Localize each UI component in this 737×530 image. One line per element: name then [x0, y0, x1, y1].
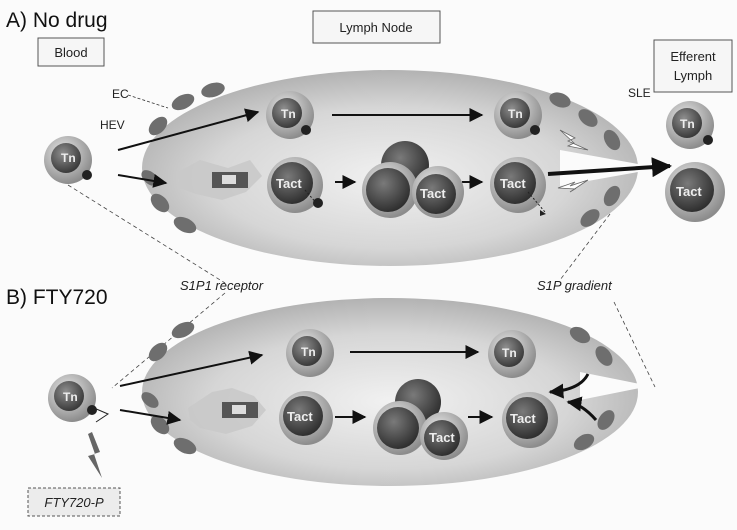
cell-label: Tn — [63, 390, 78, 404]
cell-label: Tact — [676, 184, 702, 199]
cell-label: Tact — [500, 176, 526, 191]
cell-label: Tn — [508, 107, 523, 121]
s1p1-receptor-label: S1P1 receptor — [180, 278, 264, 293]
efferent-lymph-box — [654, 40, 732, 92]
cell-label: Tact — [429, 430, 455, 445]
ec-pointer — [128, 95, 168, 108]
cell-label: Tn — [281, 107, 296, 121]
cell-label: Tn — [680, 117, 695, 131]
panel-a-title: A) No drug — [6, 9, 108, 32]
cell-label: Tact — [287, 409, 313, 424]
cell-label: Tact — [276, 176, 302, 191]
fty720p-label: FTY720-P — [44, 495, 104, 510]
blood-naive-t-cell-b — [48, 374, 108, 422]
sle-label: SLE — [628, 86, 651, 100]
ec-label: EC — [112, 87, 129, 101]
fty720p-bolt — [88, 432, 102, 478]
blood-label: Blood — [54, 45, 87, 60]
cell-label: Tn — [301, 345, 316, 359]
efferent-label-line1: Efferent — [670, 49, 716, 64]
cell-label: Tn — [502, 346, 517, 360]
lymph-node-label: Lymph Node — [339, 20, 412, 35]
hev-label: HEV — [100, 118, 125, 132]
panel-b-title: B) FTY720 — [6, 286, 108, 309]
efferent-label-line2: Lymph — [674, 68, 713, 83]
cell-label: Tn — [61, 151, 76, 165]
cell-label: Tact — [510, 411, 536, 426]
cell-label: Tact — [420, 186, 446, 201]
s1p-gradient-label: S1P gradient — [537, 278, 613, 293]
